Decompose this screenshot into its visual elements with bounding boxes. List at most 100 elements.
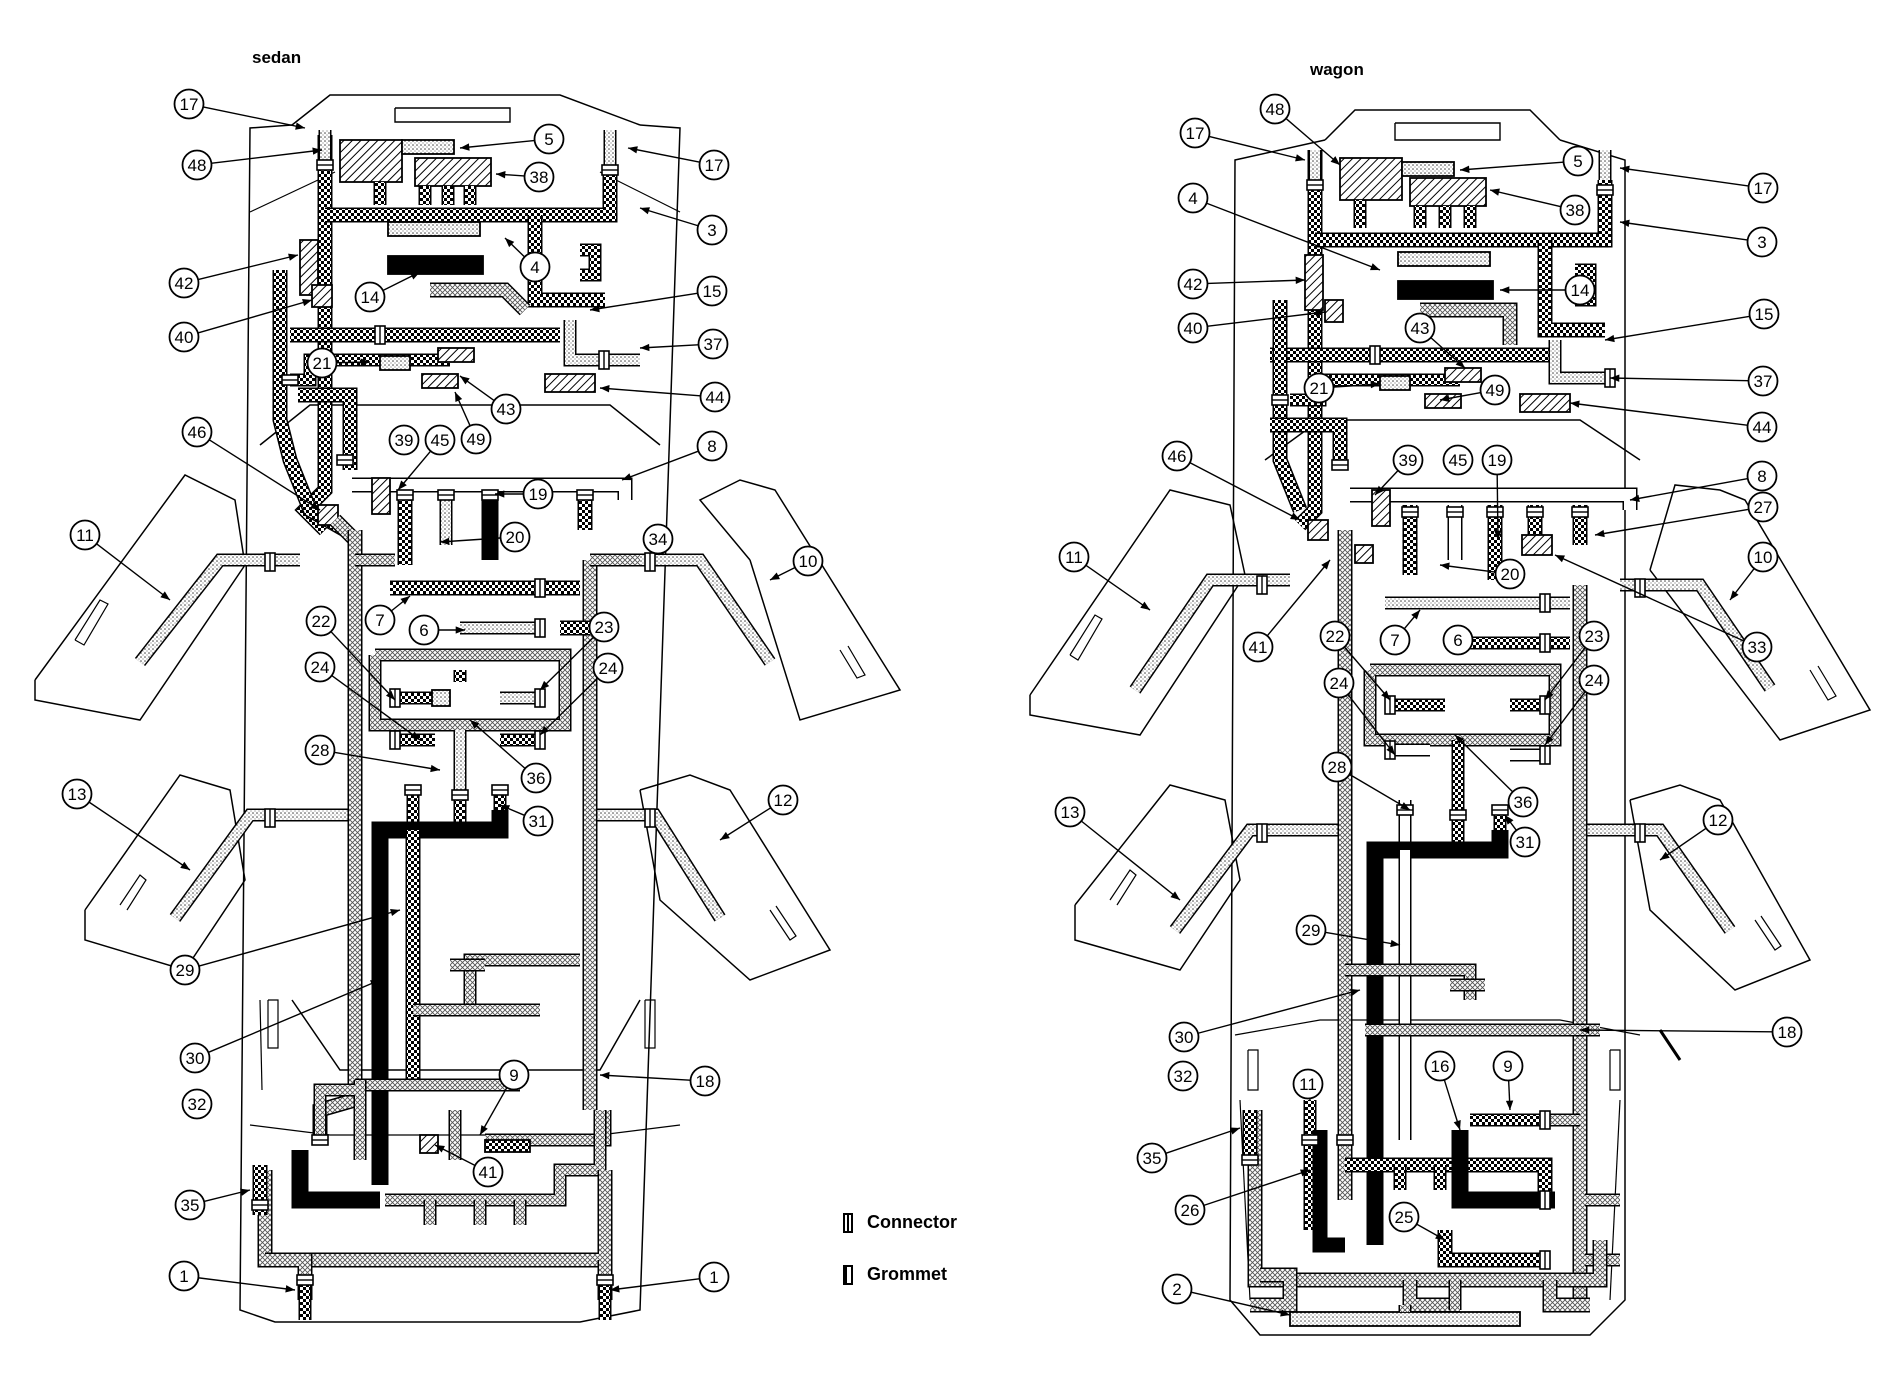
- callout-number: 35: [181, 1196, 200, 1215]
- callout-number: 24: [311, 658, 330, 677]
- callout-number: 34: [649, 530, 668, 549]
- arrowhead: [1290, 512, 1300, 520]
- callout-number: 29: [1302, 921, 1321, 940]
- callout-circle: [1492, 1050, 1524, 1082]
- leader-line: [1209, 135, 1306, 161]
- callout-circle: [304, 734, 336, 766]
- callout-circle: [424, 424, 456, 456]
- callout-number: 30: [1175, 1028, 1194, 1047]
- callout-circle: [1559, 194, 1591, 226]
- callout-number: 17: [705, 156, 724, 175]
- callout-number: 20: [1501, 565, 1520, 584]
- arrowhead: [310, 501, 320, 510]
- component-box: [1324, 299, 1344, 323]
- harness-segment: [1420, 304, 1516, 345]
- harness-segment: [1315, 180, 1611, 246]
- callout-circle: [1746, 226, 1778, 258]
- callout-circle: [1179, 117, 1211, 149]
- callout-circle: [1747, 365, 1779, 397]
- callout-circle: [305, 605, 337, 637]
- arrowhead: [1570, 400, 1580, 408]
- harness-segment: [1171, 825, 1345, 933]
- leader-line: [599, 387, 701, 397]
- door-inner: [1109, 869, 1137, 906]
- leader-line: [1544, 691, 1586, 746]
- leader-line: [1579, 1029, 1773, 1033]
- callout-circle: [1177, 268, 1209, 300]
- arrowhead: [455, 392, 463, 402]
- callout-number: 39: [1399, 451, 1418, 470]
- callout-number: 6: [1453, 631, 1462, 650]
- arrowhead: [285, 1285, 295, 1293]
- arrowhead: [430, 764, 440, 773]
- arrowhead: [540, 680, 550, 690]
- wagon-pillar-detail: [1247, 1049, 1259, 1091]
- arrowhead: [288, 253, 298, 261]
- leader-line: [198, 254, 299, 281]
- callout-number: 37: [1754, 372, 1773, 391]
- callout-circle: [364, 604, 396, 636]
- box-33: [1521, 534, 1553, 556]
- arrowhead: [1490, 188, 1500, 196]
- harness-outline: [1169, 823, 1345, 934]
- callout-number: 9: [509, 1066, 518, 1085]
- leader-line: [621, 450, 699, 481]
- callout-circle: [1242, 631, 1274, 663]
- arrowhead: [1375, 485, 1385, 495]
- callout-number: 10: [799, 552, 818, 571]
- leader-line: [208, 979, 381, 1053]
- callout-number: 5: [1573, 152, 1582, 171]
- arrowhead: [470, 720, 480, 729]
- leader-line: [1594, 508, 1749, 536]
- leader-line: [589, 292, 698, 311]
- callout-number: 18: [1778, 1023, 1797, 1042]
- arrowhead: [398, 480, 407, 490]
- callout-circle: [1404, 312, 1436, 344]
- callout-circle: [698, 1261, 730, 1293]
- callout-circle: [1702, 804, 1734, 836]
- door-outline: [84, 774, 246, 971]
- sedan-title: sedan: [252, 48, 302, 67]
- callout-number: 14: [1571, 281, 1590, 300]
- callout-circle: [1507, 786, 1539, 818]
- leader-line: [211, 149, 323, 164]
- arrowhead: [410, 731, 420, 740]
- callout-circle: [174, 1189, 206, 1221]
- callout-circle: [1442, 624, 1474, 656]
- callout-number: 32: [1174, 1067, 1193, 1086]
- arrowhead: [1315, 309, 1325, 317]
- leader-line: [1081, 820, 1181, 901]
- engine-harness: [325, 165, 616, 221]
- leader-line: [1619, 221, 1748, 241]
- door-outline: [34, 474, 246, 721]
- arrowhead: [460, 143, 470, 151]
- harness-segment: [1274, 300, 1306, 513]
- arrowhead: [540, 725, 550, 735]
- arrowhead: [600, 1071, 610, 1080]
- callout-circle: [1748, 298, 1780, 330]
- arrowhead: [435, 1145, 445, 1153]
- arrowhead: [390, 908, 400, 917]
- arrowhead: [1500, 286, 1510, 294]
- callout-circle: [1578, 664, 1610, 696]
- box-21: [379, 355, 411, 371]
- wagon-title: wagon: [1310, 60, 1364, 79]
- door-outline: [1649, 484, 1872, 741]
- arrowhead: [160, 591, 170, 600]
- callout-number: 22: [1326, 627, 1345, 646]
- door-inner: [839, 645, 866, 679]
- arrowhead: [400, 596, 410, 605]
- callout-number: 49: [1486, 381, 1505, 400]
- callout-circle: [1136, 1142, 1168, 1174]
- callout-circle: [1746, 411, 1778, 443]
- harness-16: [1453, 1130, 1555, 1207]
- leader-line: [539, 637, 594, 691]
- leader-line: [1629, 477, 1748, 501]
- arrowhead: [1455, 735, 1465, 745]
- callout-circle: [1161, 1273, 1193, 1305]
- box-49: [421, 373, 459, 389]
- leader-line: [1189, 462, 1301, 521]
- callout-number: 32: [188, 1095, 207, 1114]
- callout-circle: [1494, 558, 1526, 590]
